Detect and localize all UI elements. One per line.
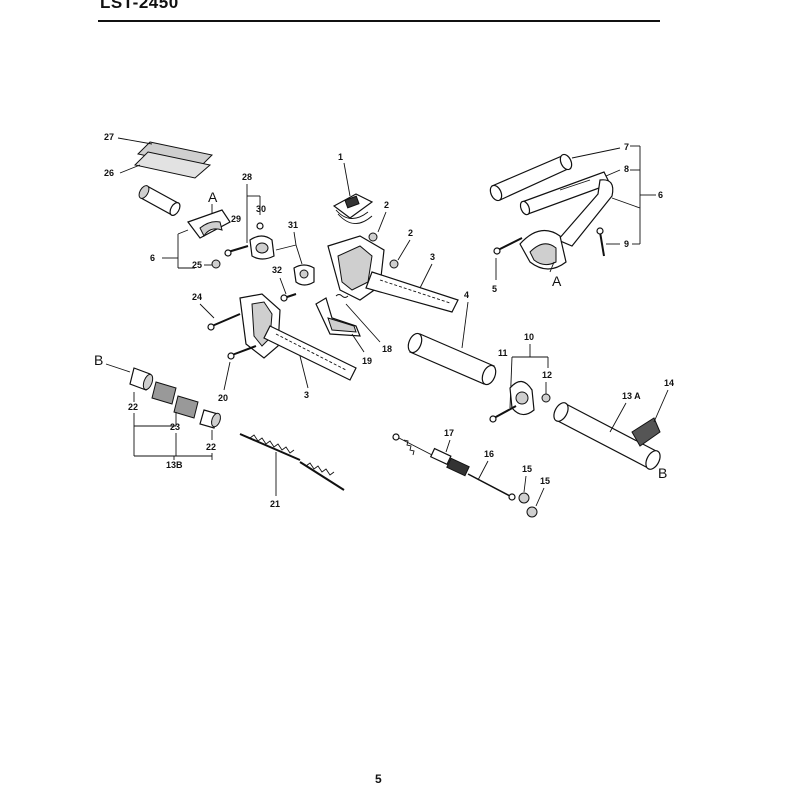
grip-tube-7 [489, 153, 573, 202]
screw-5 [493, 237, 523, 255]
screw-20 [227, 345, 257, 360]
callout-22-left: 22 [128, 402, 138, 412]
header-rule [98, 20, 660, 22]
leader-27 [117, 137, 153, 145]
callout-18: 18 [382, 344, 392, 354]
connector-b-left: B [94, 352, 103, 368]
callout-29: 29 [231, 214, 241, 224]
trigger-19 [315, 297, 361, 337]
callout-8: 8 [624, 164, 629, 174]
callout-2-bottom: 2 [408, 228, 413, 238]
leader-26 [119, 164, 141, 174]
callout-19: 19 [362, 356, 372, 366]
callout-6-left: 6 [150, 253, 155, 263]
callout-6-right: 6 [658, 190, 663, 200]
spring-18 [335, 294, 349, 298]
coupler-22-left [129, 367, 154, 391]
switch-1 [332, 193, 374, 224]
callout-20: 20 [218, 393, 228, 403]
callout-30: 30 [256, 204, 266, 214]
decal-sheet-26 [133, 151, 212, 179]
callout-16: 16 [484, 449, 494, 459]
callout-15-bottom: 15 [540, 476, 550, 486]
grip-sleeve [138, 185, 181, 216]
callout-11: 11 [498, 348, 508, 358]
page-title: LST-2450 [100, 0, 179, 12]
tube-4 [407, 332, 497, 386]
callout-24: 24 [192, 292, 202, 302]
label-14 [631, 417, 661, 447]
coupler-22-right [199, 409, 221, 429]
callout-32: 32 [272, 265, 282, 275]
connector-a-right: A [552, 273, 562, 289]
nut-15-bottom [526, 506, 538, 518]
callout-2-top: 2 [384, 200, 389, 210]
screw-32 [280, 293, 297, 302]
callout-22-right: 22 [206, 442, 216, 452]
connector-b-right: B [658, 465, 667, 481]
callout-7: 7 [624, 142, 629, 152]
callout-25: 25 [192, 260, 202, 270]
callout-13a: 13 A [622, 391, 641, 401]
callout-23: 23 [170, 422, 180, 432]
spline-23a [151, 381, 177, 405]
nut-2-bottom [389, 259, 399, 269]
callout-4: 4 [464, 290, 469, 300]
handle-housing-3-left [239, 293, 357, 381]
throttle-cable-16 [392, 433, 516, 501]
callout-26: 26 [104, 168, 114, 178]
callout-1: 1 [338, 152, 343, 162]
nut-25 [211, 259, 221, 269]
callout-14: 14 [664, 378, 674, 388]
clamp-half-6-left [187, 209, 231, 239]
clamp-10 [509, 380, 535, 416]
callout-15-top: 15 [522, 464, 532, 474]
screw-24 [207, 313, 241, 331]
clamp-31 [293, 264, 315, 286]
callout-17: 17 [444, 428, 454, 438]
callout-28: 28 [242, 172, 252, 182]
callout-5: 5 [492, 284, 497, 294]
nut-2-top [368, 232, 378, 242]
handle-housing-3-right [327, 235, 459, 313]
page-number: 5 [375, 772, 382, 786]
spline-23b [173, 395, 199, 419]
washer-30 [256, 222, 264, 230]
nut-12 [541, 393, 551, 403]
callout-10: 10 [524, 332, 534, 342]
connector-a-left: A [208, 189, 218, 205]
tube-13a [553, 402, 661, 470]
callout-3-right: 3 [430, 252, 435, 262]
bracket-28 [249, 235, 275, 260]
handle-bar-6 [519, 179, 614, 270]
screw-9 [596, 227, 605, 257]
callout-31: 31 [288, 220, 298, 230]
callout-21: 21 [270, 499, 280, 509]
callout-13b: 13B [166, 460, 183, 470]
drive-shaft-21 [239, 433, 345, 491]
nut-15-top [518, 492, 530, 504]
callout-12: 12 [542, 370, 552, 380]
screw-29 [224, 245, 249, 257]
screw-11 [489, 405, 517, 423]
callout-27: 27 [104, 132, 114, 142]
callout-9: 9 [624, 239, 629, 249]
callout-3-left: 3 [304, 390, 309, 400]
